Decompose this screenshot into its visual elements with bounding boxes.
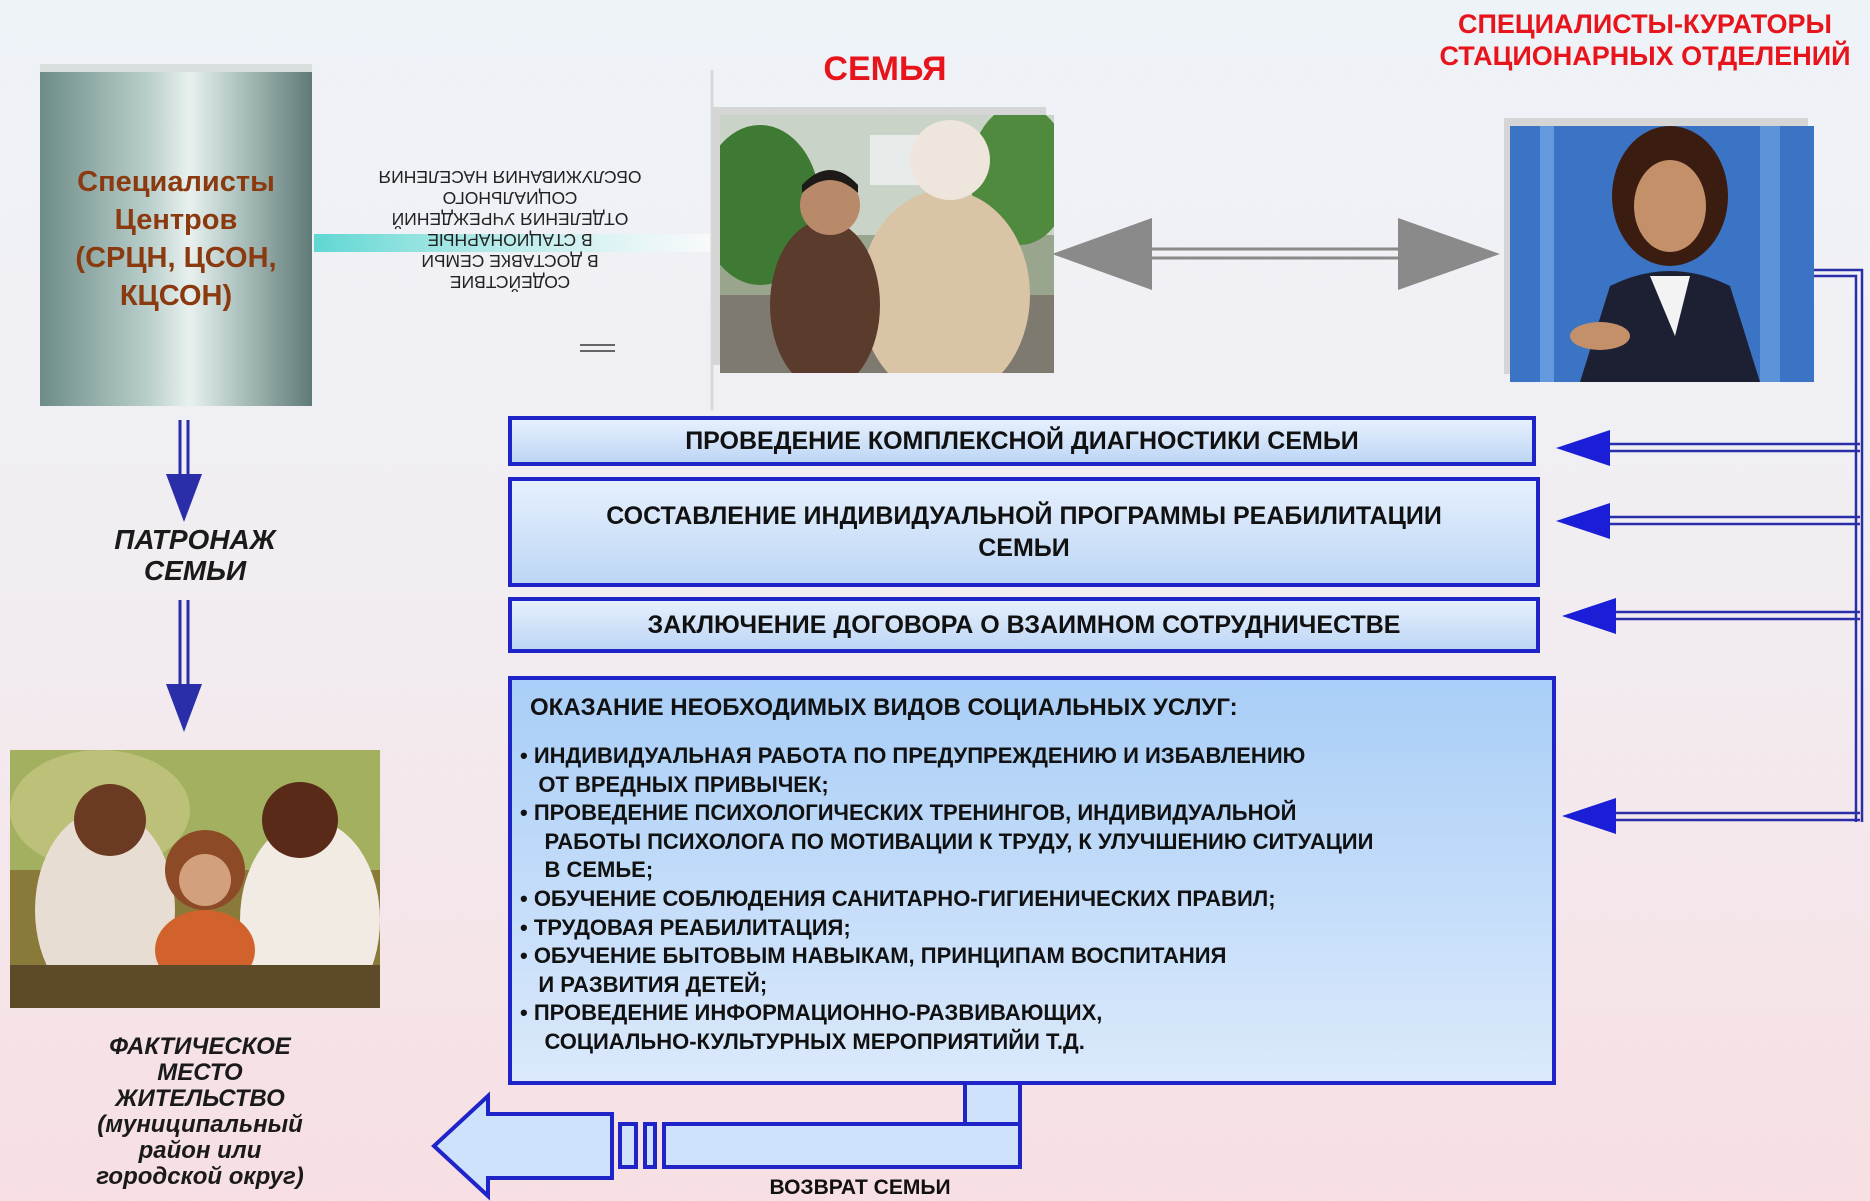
centers-box-line-4: КЦСОН)	[119, 280, 233, 312]
residence-line-2: МЕСТО	[157, 1059, 243, 1086]
return-label: ВОЗВРАТ СЕМЬИ	[769, 1176, 951, 1199]
rotated-line-5: СОЦИАЛЬНОГО	[442, 188, 578, 208]
return-path-arrow	[431, 1078, 1022, 1201]
bus-arrow-diagnostics	[1556, 430, 1860, 466]
patronage-line-1: ПАТРОНАЖ	[114, 524, 276, 555]
curators-bus	[1812, 268, 1864, 822]
step-diagnostics-text: ПРОВЕДЕНИЕ КОМПЛЕКСНОЙ ДИАГНОСТИКИ СЕМЬИ	[685, 426, 1359, 455]
curators-title: СПЕЦИАЛИСТЫ-КУРАТОРЫ СТАЦИОНАРНЫХ ОТДЕЛЕ…	[1385, 8, 1870, 72]
centers-box-line-1: Специалисты	[77, 166, 275, 198]
rotated-line-2: В ДОСТАВКЕ СЕМЬИ	[421, 251, 599, 271]
rotated-line-6: ОБСЛУЖИВАНИЯ НАСЕЛЕНИЯ	[378, 167, 642, 187]
rotated-line-4: ОТДЕЛЕНИЯ УЧРЕЖДЕНИЙ	[391, 209, 629, 229]
centers-specialists-box: Специалисты Центров (СРЦН, ЦСОН, КЦСОН)	[40, 72, 312, 406]
gray-double-arrow	[1052, 218, 1500, 290]
step-program: СОСТАВЛЕНИЕ ИНДИВИДУАЛЬНОЙ ПРОГРАММЫ РЕА…	[508, 477, 1540, 587]
curators-title-line-1: СПЕЦИАЛИСТЫ-КУРАТОРЫ	[1458, 9, 1832, 39]
services-line-10: • ПРОВЕДЕНИЕ ИНФОРМАЦИОННО-РАЗВИВАЮЩИХ,	[520, 1000, 1103, 1026]
services-line-5: В СЕМЬЕ;	[520, 857, 654, 883]
centers-to-family-connector	[314, 234, 714, 252]
services-line-11: СОЦИАЛЬНО-КУЛЬТУРНЫХ МЕРОПРИЯТИЙИ Т.Д.	[520, 1028, 1085, 1054]
centers-box-line-3: (СРЦН, ЦСОН,	[75, 242, 277, 274]
residence-line-6: городской округ)	[96, 1163, 304, 1190]
services-line-2: ОТ ВРЕДНЫХ ПРИВЫЧЕК;	[520, 771, 829, 797]
services-line-9: И РАЗВИТИЯ ДЕТЕЙ;	[520, 971, 768, 997]
residence-label: ФАКТИЧЕСКОЕ МЕСТО ЖИТЕЛЬСТВО (муниципаль…	[55, 1034, 345, 1190]
residence-photo	[10, 750, 380, 1008]
services-box: ОКАЗАНИЕ НЕОБХОДИМЫХ ВИДОВ СОЦИАЛЬНЫХ УС…	[508, 676, 1556, 1085]
curator-photo	[1510, 126, 1814, 382]
delivery-assistance-text: СОДЕЙСТВИЕ В ДОСТАВКЕ СЕМЬИ В СТАЦИОНАРН…	[345, 166, 675, 292]
centers-box-line-2: Центров	[114, 204, 238, 236]
family-photo-image	[720, 115, 1054, 373]
services-line-4: РАБОТЫ ПСИХОЛОГА ПО МОТИВАЦИИ К ТРУДУ, К…	[520, 828, 1374, 854]
services-line-8: • ОБУЧЕНИЕ БЫТОВЫМ НАВЫКАМ, ПРИНЦИПАМ ВО…	[520, 943, 1227, 969]
residence-line-1: ФАКТИЧЕСКОЕ	[109, 1033, 291, 1060]
patronage-label: ПАТРОНАЖ СЕМЬИ	[80, 524, 310, 586]
residence-line-4: (муниципальный	[97, 1111, 303, 1138]
rotated-line-3: В СТАЦИОНАРНЫЕ	[427, 230, 593, 250]
services-line-1: • ИНДИВИДУАЛЬНАЯ РАБОТА ПО ПРЕДУПРЕЖДЕНИ…	[520, 743, 1306, 768]
bus-arrow-program	[1556, 503, 1860, 539]
curator-photo-image	[1510, 126, 1814, 382]
arrow-centers-to-patronage	[166, 420, 202, 522]
curators-title-line-2: СТАЦИОНАРНЫХ ОТДЕЛЕНИЙ	[1439, 41, 1851, 71]
arrow-patronage-to-residence	[166, 600, 202, 732]
step-contract: ЗАКЛЮЧЕНИЕ ДОГОВОРА О ВЗАИМНОМ СОТРУДНИЧ…	[508, 597, 1540, 653]
services-title: ОКАЗАНИЕ НЕОБХОДИМЫХ ВИДОВ СОЦИАЛЬНЫХ УС…	[530, 694, 1238, 721]
services-line-7: • ТРУДОВАЯ РЕАБИЛИТАЦИЯ;	[520, 914, 851, 940]
patronage-line-2: СЕМЬИ	[143, 555, 247, 586]
step-diagnostics: ПРОВЕДЕНИЕ КОМПЛЕКСНОЙ ДИАГНОСТИКИ СЕМЬИ	[508, 416, 1536, 466]
services-line-3: • ПРОВЕДЕНИЕ ПСИХОЛОГИЧЕСКИХ ТРЕНИНГОВ, …	[520, 800, 1297, 826]
family-title: СЕМЬЯ	[823, 50, 947, 88]
bus-arrow-services	[1562, 798, 1860, 834]
step-contract-text: ЗАКЛЮЧЕНИЕ ДОГОВОРА О ВЗАИМНОМ СОТРУДНИЧ…	[647, 610, 1401, 639]
step-program-line-2: СЕМЬИ	[978, 534, 1070, 562]
step-program-line-1: СОСТАВЛЕНИЕ ИНДИВИДУАЛЬНОЙ ПРОГРАММЫ РЕА…	[606, 502, 1442, 530]
residence-line-3: ЖИТЕЛЬСТВО	[115, 1085, 285, 1112]
residence-photo-image	[10, 750, 380, 1008]
residence-line-5: район или	[138, 1137, 262, 1164]
family-photo	[720, 115, 1054, 373]
bus-arrow-contract	[1562, 598, 1860, 634]
rotated-line-1: СОДЕЙСТВИЕ	[449, 272, 571, 292]
services-line-6: • ОБУЧЕНИЕ СОБЛЮДЕНИЯ САНИТАРНО-ГИГИЕНИЧ…	[520, 885, 1276, 911]
